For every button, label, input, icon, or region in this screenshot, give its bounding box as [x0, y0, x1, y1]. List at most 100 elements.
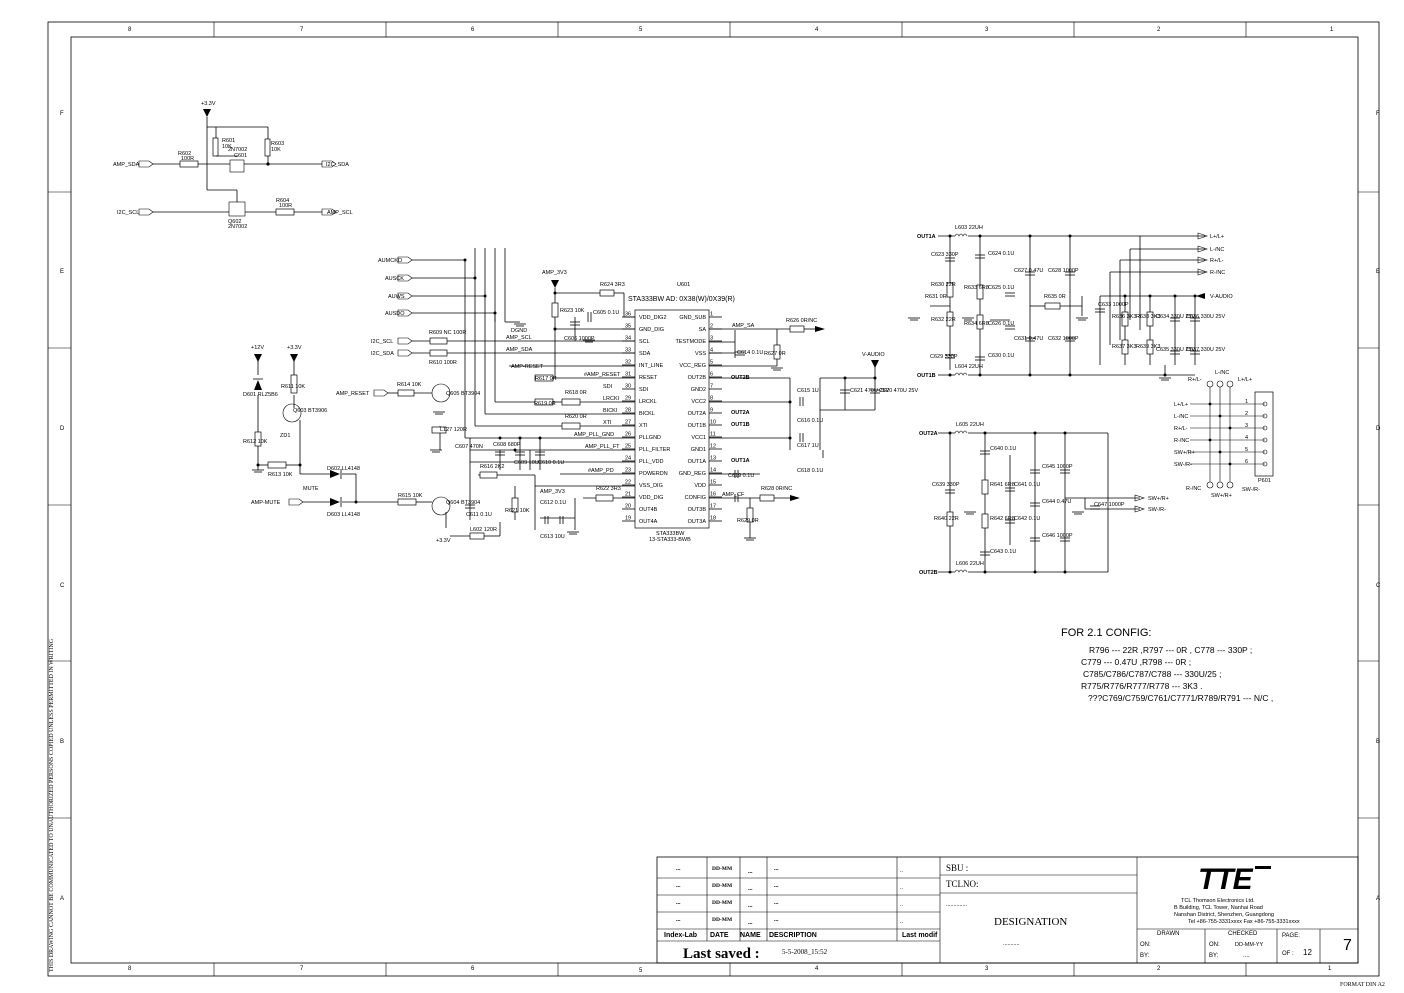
row-label: F: [1376, 111, 1380, 117]
rev-name: ...: [748, 886, 753, 892]
pin-name: OUT2B: [688, 375, 707, 381]
pin-name: VCC2: [691, 399, 706, 405]
net-out2b: OUT2B: [919, 570, 938, 576]
top-col-label: 7: [300, 27, 304, 33]
checked-on-value: DD-MM-YY: [1235, 942, 1263, 948]
pin-name: RESET: [639, 375, 658, 381]
pin-name: GND_SUB: [679, 315, 706, 321]
net-amp-pll-ft: AMP_PLL_FT: [585, 444, 620, 450]
pin-number: 3: [710, 336, 713, 342]
connector-pin-number: 5: [1245, 447, 1248, 453]
row-label: E: [1376, 269, 1380, 275]
col-date: DATE: [710, 932, 729, 939]
top-col-label: 2: [1157, 27, 1161, 33]
side-note: THIS DRAWING CANNOT BE COMMUNICATED TO U…: [49, 638, 55, 972]
connector-pin-number: 6: [1245, 459, 1248, 465]
r604-ref: R604: [276, 198, 289, 204]
pin-number: 7: [710, 384, 713, 390]
r603-val: 10K: [271, 147, 281, 153]
net-3v3-a: +3.3V: [287, 345, 302, 351]
part-label: C618 0.1U: [797, 468, 823, 474]
part-label: C646 1000P: [1042, 533, 1073, 539]
part-label: R613 10K: [268, 472, 293, 478]
of-label: OF :: [1282, 951, 1294, 957]
drawn-label: DRAWN: [1157, 931, 1179, 937]
top-col-label: 6: [471, 27, 475, 33]
part-label: R620 0R: [565, 414, 587, 420]
q601-val: 2N7002: [228, 147, 247, 153]
u601-title: STA333BW AD: 0X38(W)/0X39(R): [628, 296, 735, 303]
p601-bot-label: SW-/R-: [1242, 487, 1260, 493]
part-label: C623 330P: [931, 252, 959, 258]
part-label: R619 0R: [534, 401, 556, 407]
part-label: C643 0.1U: [990, 549, 1016, 555]
part-label: R623 10K: [560, 308, 585, 314]
pin-name: OUT4A: [639, 519, 658, 525]
top-col-label: 3: [985, 27, 989, 33]
amp-scl-port: AMP_SCL: [327, 210, 353, 216]
u601-right-pins: 1GND_SUB2SA3TESTMODE4VSS5VCC_REG6OUT2B7G…: [675, 312, 722, 525]
pin-name: BICKL: [639, 411, 655, 417]
rev-index: ...: [676, 883, 681, 889]
part-label: R642 6R8: [990, 516, 1015, 522]
drawing-frame: 8 7 6 5 4 3 2 1 8 7 6 5 4 3 2 1 F E D C …: [47, 21, 1385, 988]
part-label: D603 LL4148: [327, 512, 360, 518]
rev-name: ...: [748, 920, 753, 926]
net-r-plus: R+/L-: [1210, 258, 1224, 264]
part-label: R614 10K: [397, 382, 422, 388]
amp-sda-port: AMP_SDA: [113, 162, 140, 168]
pin-name: VSS: [695, 351, 706, 357]
pin-name: VDD_DIG: [639, 495, 663, 501]
bottom-col-label: 8: [128, 966, 132, 972]
p601-bot-label: SW+/R+: [1211, 493, 1232, 499]
part-label: D601 RLZ5B6: [243, 392, 278, 398]
part-label: R617 0R: [535, 376, 557, 382]
pin-number: 1: [710, 312, 713, 318]
tclno-label: TCLNO:: [946, 879, 979, 889]
part-label: R609 NC 100R: [429, 330, 466, 336]
bottom-col-label: 5: [639, 968, 643, 974]
part-label: C616 0.1U: [797, 418, 823, 424]
part-label: C632 1000P: [1048, 336, 1079, 342]
pin-number: 8: [710, 396, 713, 402]
u601-body: [634, 309, 710, 529]
config-line: ???C769/C759/C761/C7771/R789/R791 --- N/…: [1088, 693, 1273, 703]
pin-number: 32: [625, 360, 631, 366]
pin-number: 10: [710, 420, 716, 426]
checked-by: BY:: [1209, 953, 1219, 959]
part-label: R610 100R: [429, 360, 457, 366]
rev-mod: ..: [900, 902, 904, 908]
part-label: C645 1000P: [1042, 464, 1073, 470]
pin-number: 9: [710, 408, 713, 414]
top-col-label: 8: [128, 27, 132, 33]
r602-ref: R602: [178, 151, 191, 157]
rev-name: ...: [748, 869, 753, 875]
part-label: R618 0R: [565, 390, 587, 396]
format-label: FORMAT DIN A2: [1340, 982, 1385, 988]
part-label: R615 10K: [398, 493, 423, 499]
pin-name: OUT4B: [639, 507, 658, 513]
connector-pin: [1262, 449, 1268, 455]
row-label: B: [1376, 739, 1380, 745]
part-label: C634 330U 25V: [1156, 314, 1195, 320]
net-amp-reset-n: #AMP_RESET: [584, 372, 621, 378]
part-label: C636 330U 25V: [1186, 314, 1225, 320]
part-label: R638 3K3: [1136, 314, 1160, 320]
part-label: C640 0.1U: [990, 446, 1016, 452]
net-mute: MUTE: [303, 486, 319, 492]
net-amp-cf: AMP_CF: [722, 492, 745, 498]
pin-number: 25: [625, 444, 631, 450]
rev-desc: ...: [774, 866, 779, 872]
part-label: R631 0R: [925, 294, 947, 300]
amplifier-section: U601 STA333BW AD: 0X38(W)/0X39(R) STA333…: [243, 248, 918, 544]
company-line: Tel +86-755-3331xxxx Fax +86-755-3331xxx…: [1188, 919, 1300, 925]
row-label: A: [60, 896, 64, 902]
pin-number: 5: [710, 360, 713, 366]
row-label: D: [60, 426, 65, 432]
pin-name: VCC1: [691, 435, 706, 441]
pin-name: SA: [699, 327, 707, 333]
pin-name: TESTMODE: [675, 339, 706, 345]
part-label: C628 1000P: [1048, 268, 1079, 274]
